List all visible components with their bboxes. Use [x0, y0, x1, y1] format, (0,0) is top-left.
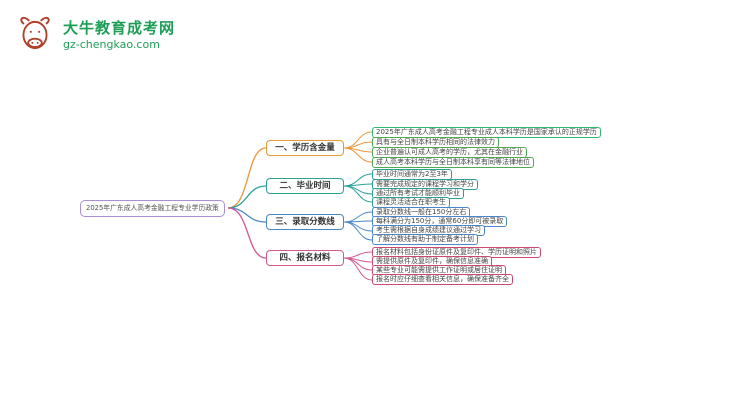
- edge-root-branch3: [227, 207, 267, 223]
- branch-node-credential-value: 一、学历含金量: [266, 140, 344, 156]
- edge-root-branch1: [227, 147, 267, 209]
- leaf-node: 成人高考本科学历与全日制本科享有同等法律地位: [372, 157, 534, 168]
- branch-node-admission-score: 三、录取分数线: [266, 214, 344, 230]
- edge-root-branch4: [227, 207, 267, 259]
- logo-title: 大牛教育成考网: [63, 18, 176, 37]
- logo-text: 大牛教育成考网 gz-chengkao.com: [63, 19, 175, 52]
- site-logo: 大牛教育成考网 gz-chengkao.com: [14, 14, 175, 56]
- leaf-node: 报名时应仔细查看相关信息，确保准备齐全: [372, 274, 513, 285]
- mindmap-root-node: 2025年广东成人高考金融工程专业学历政策: [80, 200, 225, 217]
- edge-root-branch2: [227, 185, 267, 209]
- logo-domain: gz-chengkao.com: [63, 37, 160, 51]
- branch-node-application-materials: 四、报名材料: [266, 250, 344, 266]
- leaf-node: 了解分数线有助于制定备考计划: [372, 234, 478, 245]
- bull-icon: [14, 14, 56, 56]
- branch-node-graduation-time: 二、毕业时间: [266, 178, 344, 194]
